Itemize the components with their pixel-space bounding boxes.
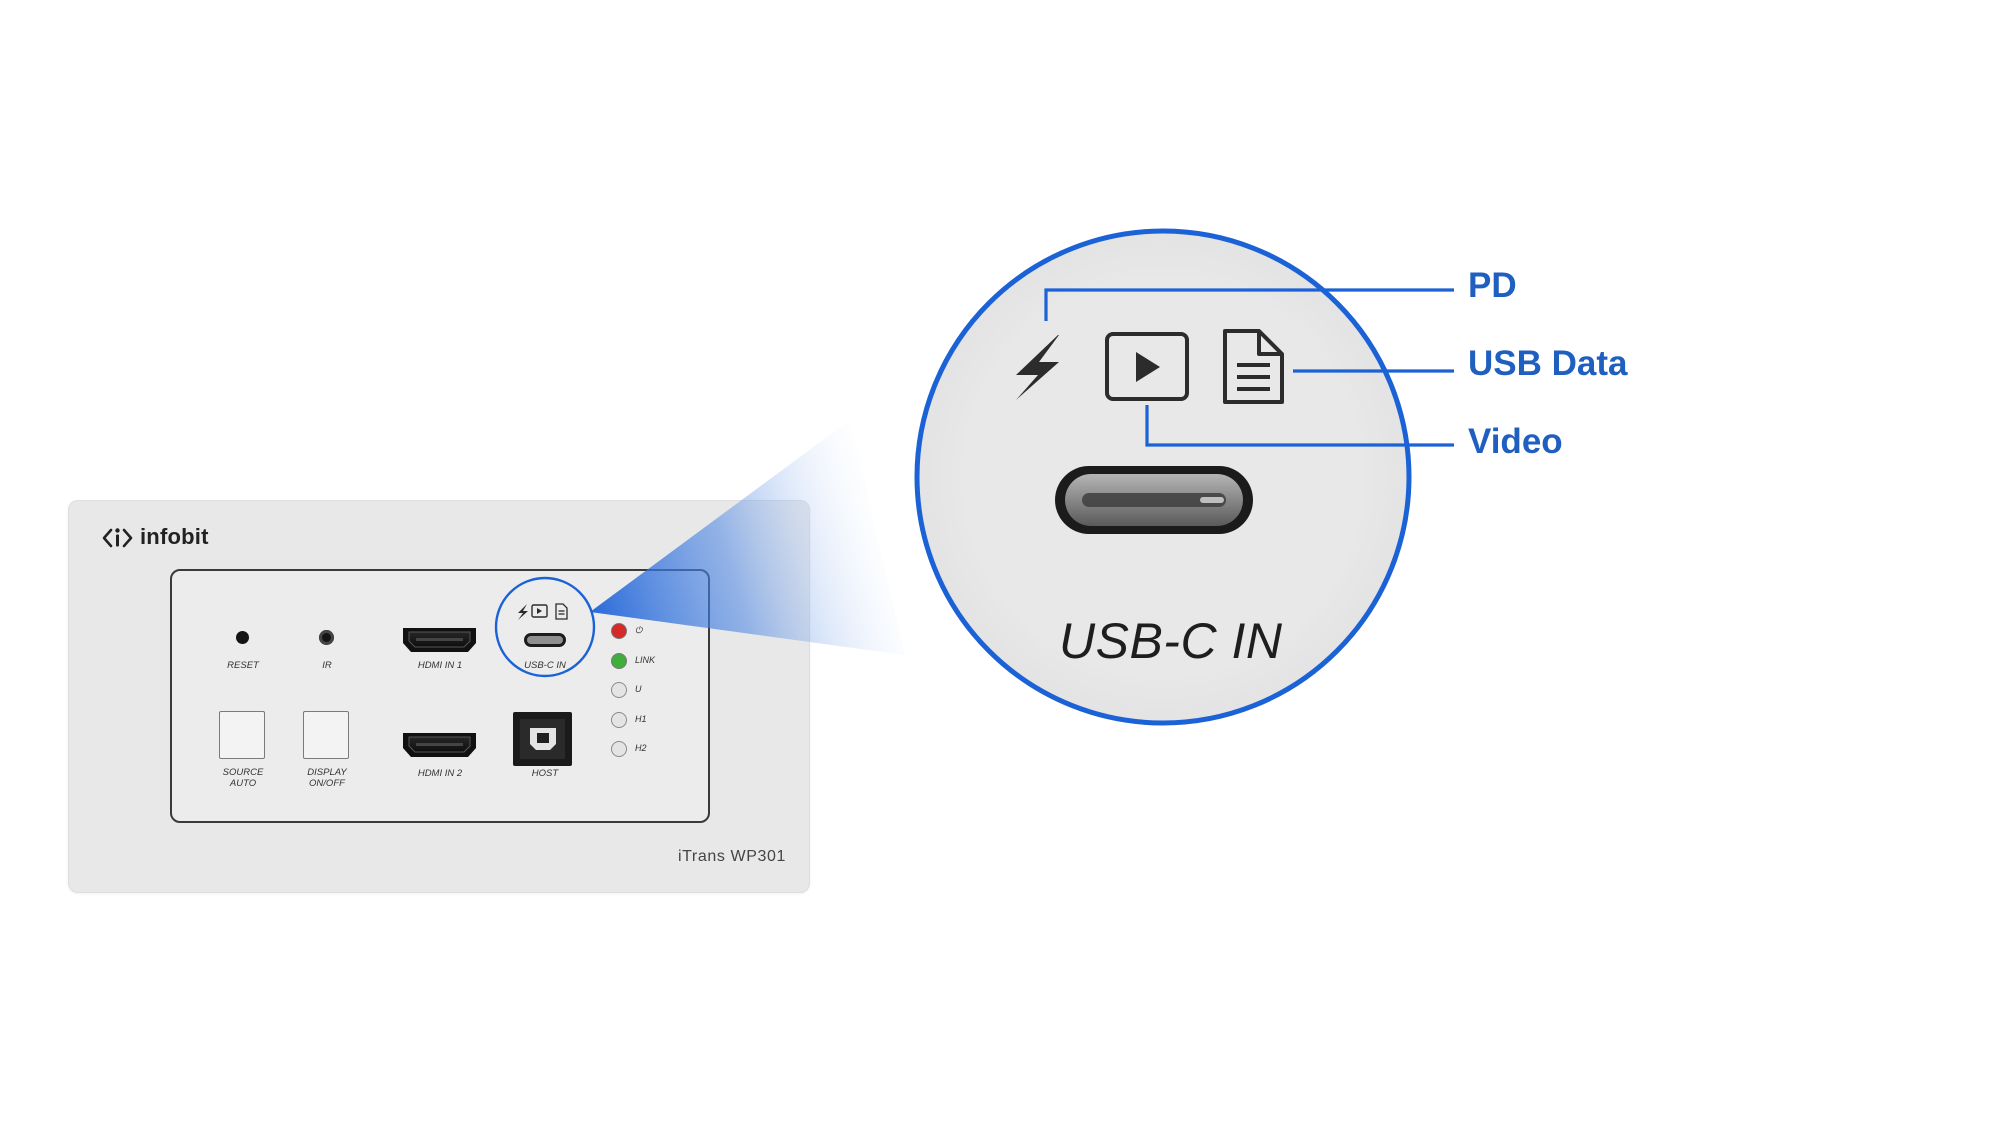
- display-onoff-button[interactable]: [303, 711, 349, 759]
- host-label: HOST: [531, 768, 559, 779]
- document-icon: [1223, 329, 1284, 404]
- lightning-icon: [1016, 335, 1059, 400]
- led-u-label: U: [635, 684, 642, 694]
- usb-c-port-zoomed: [1055, 466, 1253, 534]
- usb-c-highlight-circle: [494, 576, 596, 678]
- led-h1: [611, 711, 627, 728]
- brand-name: infobit: [140, 524, 209, 549]
- usb-data-label: USB Data: [1468, 344, 1628, 383]
- display-onoff-label-line2: ON/OFF: [309, 778, 345, 789]
- small-play-icon: [531, 604, 548, 618]
- small-document-icon: [555, 603, 568, 620]
- ir-label: IR: [322, 660, 332, 671]
- led-power: [611, 623, 627, 639]
- hdmi-in-2-label: HDMI IN 2: [417, 768, 463, 779]
- pd-connector: [1044, 288, 1454, 321]
- source-auto-label-line1: SOURCE: [222, 767, 264, 778]
- display-onoff-label-line1: DISPLAY: [307, 767, 347, 778]
- infobit-logo-icon: [102, 528, 133, 548]
- display-onoff-label: DISPLAY ON/OFF: [307, 767, 346, 789]
- led-u: [611, 682, 627, 698]
- zoom-beam: [590, 420, 905, 655]
- source-auto-label: SOURCE AUTO: [223, 767, 264, 789]
- led-link-label: LINK: [635, 654, 656, 665]
- video-label: Video: [1468, 422, 1563, 461]
- hdmi-in-1-label: HDMI IN 1: [417, 660, 463, 671]
- hdmi-port-2: [403, 733, 476, 757]
- connector-lines: [1044, 288, 1454, 447]
- pd-label: PD: [1468, 266, 1517, 305]
- led-h2: [611, 741, 627, 757]
- reset-label: RESET: [227, 660, 259, 671]
- model-name: iTrans WP301: [678, 848, 786, 865]
- source-auto-button[interactable]: [219, 711, 265, 759]
- hdmi-port-1: [403, 628, 476, 652]
- usb-c-in-zoomed-label: USB-C IN: [1059, 613, 1283, 669]
- source-auto-label-line2: AUTO: [229, 778, 257, 789]
- video-connector: [1145, 405, 1454, 447]
- play-icon: [1105, 332, 1189, 401]
- reset-hole[interactable]: [236, 631, 249, 644]
- small-lightning-icon: [518, 604, 528, 620]
- small-usb-c-port: [524, 633, 566, 647]
- usb-c-in-label: USB-C IN: [524, 660, 566, 671]
- led-h2-label: H2: [635, 743, 647, 753]
- usb-b-host-port: [513, 712, 572, 766]
- led-h1-label: H1: [635, 713, 647, 724]
- brand-logo: infobit: [140, 524, 209, 550]
- ir-window: [319, 630, 334, 645]
- led-power-label: ⏻: [635, 625, 643, 635]
- led-link: [611, 652, 627, 669]
